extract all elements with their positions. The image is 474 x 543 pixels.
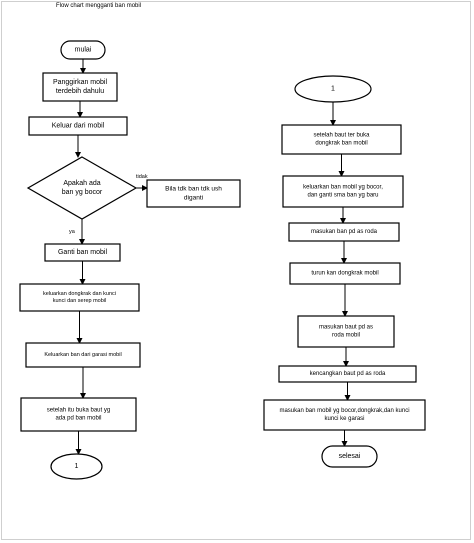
flow-node-q7: masukan ban mobil yg bocor,dongkrak,dan … bbox=[263, 399, 426, 431]
node-label: diganti bbox=[184, 194, 203, 201]
node-label: Keluarkan ban dari garasi mobil bbox=[44, 352, 121, 358]
flow-node-c2: 1 bbox=[294, 75, 372, 103]
node-label: kunci ke garasi bbox=[324, 416, 364, 422]
process-box bbox=[288, 222, 400, 242]
node-label: 1 bbox=[75, 463, 79, 470]
process-box bbox=[282, 175, 404, 208]
flow-node-p5: Keluarkan ban dari garasi mobil bbox=[25, 342, 141, 368]
node-label: keluarkan dongkrak dan kunci bbox=[43, 291, 116, 297]
node-label: setelah baut ter buka bbox=[313, 132, 370, 138]
flow-node-start: mulai bbox=[60, 40, 106, 60]
terminal-shape bbox=[60, 40, 106, 60]
document-title: Flow chart mengganti ban mobil bbox=[56, 3, 142, 9]
process-box bbox=[289, 262, 401, 285]
process-box bbox=[25, 342, 141, 368]
process-box bbox=[263, 399, 426, 431]
process-box bbox=[44, 243, 121, 262]
node-label: dongkrak ban mobil bbox=[315, 141, 367, 147]
node-label: keluarkan ban mobil yg bocor, bbox=[303, 184, 383, 190]
node-label: Ganti ban mobil bbox=[58, 249, 107, 256]
node-label: kencangkan baut pd as roda bbox=[310, 371, 386, 377]
flow-node-p2: Keluar dari mobil bbox=[28, 116, 128, 136]
node-label: Panggirkan mobil bbox=[53, 79, 108, 86]
node-label: 1 bbox=[331, 86, 335, 93]
flow-node-q6: kencangkan baut pd as roda bbox=[278, 365, 417, 383]
node-label: turun kan dongkrak mobil bbox=[311, 271, 378, 277]
edge-label-ya: ya bbox=[69, 229, 76, 235]
flow-node-p6: setelah itu buka baut yg ada pd ban mobil bbox=[20, 397, 137, 432]
node-label: setelah itu buka baut yg bbox=[47, 407, 110, 413]
flow-node-q2: keluarkan ban mobil yg bocor, dan ganti s… bbox=[282, 175, 404, 208]
flow-node-q5: masukan baut pd as roda mobil bbox=[297, 315, 395, 348]
node-label: roda mobil bbox=[332, 333, 360, 339]
decision-diamond bbox=[26, 156, 138, 220]
process-box bbox=[42, 72, 118, 102]
node-label: dan ganti sma ban yg baru bbox=[307, 193, 378, 199]
node-label: ban yg bocor bbox=[62, 189, 103, 196]
process-box bbox=[20, 397, 137, 432]
node-label: Keluar dari mobil bbox=[52, 123, 105, 130]
process-box bbox=[28, 116, 128, 136]
flow-node-c1: 1 bbox=[50, 453, 103, 480]
flow-node-d1: Apakah ada ban yg bocor bbox=[26, 156, 138, 220]
process-box bbox=[146, 179, 241, 208]
process-box bbox=[19, 283, 140, 312]
edge-label-tidak: tidak bbox=[136, 174, 148, 180]
flow-node-p1: Panggirkan mobil terdebih dahulu bbox=[42, 72, 118, 102]
process-box bbox=[278, 365, 417, 383]
node-label: Bila tdk ban tdk ush bbox=[165, 186, 222, 193]
node-label: terdebih dahulu bbox=[56, 88, 104, 95]
flow-node-p3: Ganti ban mobil bbox=[44, 243, 121, 262]
process-box bbox=[281, 124, 402, 155]
node-label: masukan baut pd as bbox=[319, 324, 373, 330]
flow-node-end: selesai bbox=[321, 445, 378, 468]
node-label: mulai bbox=[75, 47, 92, 54]
node-label: kunci dan serep mobil bbox=[53, 298, 107, 304]
terminal-shape bbox=[321, 445, 378, 468]
process-box bbox=[297, 315, 395, 348]
flow-node-q4: turun kan dongkrak mobil bbox=[289, 262, 401, 285]
node-label: masukan ban mobil yg bocor,dongkrak,dan … bbox=[279, 408, 409, 414]
node-label: Apakah ada bbox=[63, 180, 100, 187]
flow-node-q3: masukan ban pd as roda bbox=[288, 222, 400, 242]
node-label: ada pd ban mobil bbox=[55, 416, 101, 422]
node-label: masukan ban pd as roda bbox=[311, 229, 378, 235]
connector-circle bbox=[294, 75, 372, 103]
connector-circle bbox=[50, 453, 103, 480]
node-label: selesai bbox=[339, 453, 361, 460]
flow-node-q1: setelah baut ter buka dongkrak ban mobil bbox=[281, 124, 402, 155]
